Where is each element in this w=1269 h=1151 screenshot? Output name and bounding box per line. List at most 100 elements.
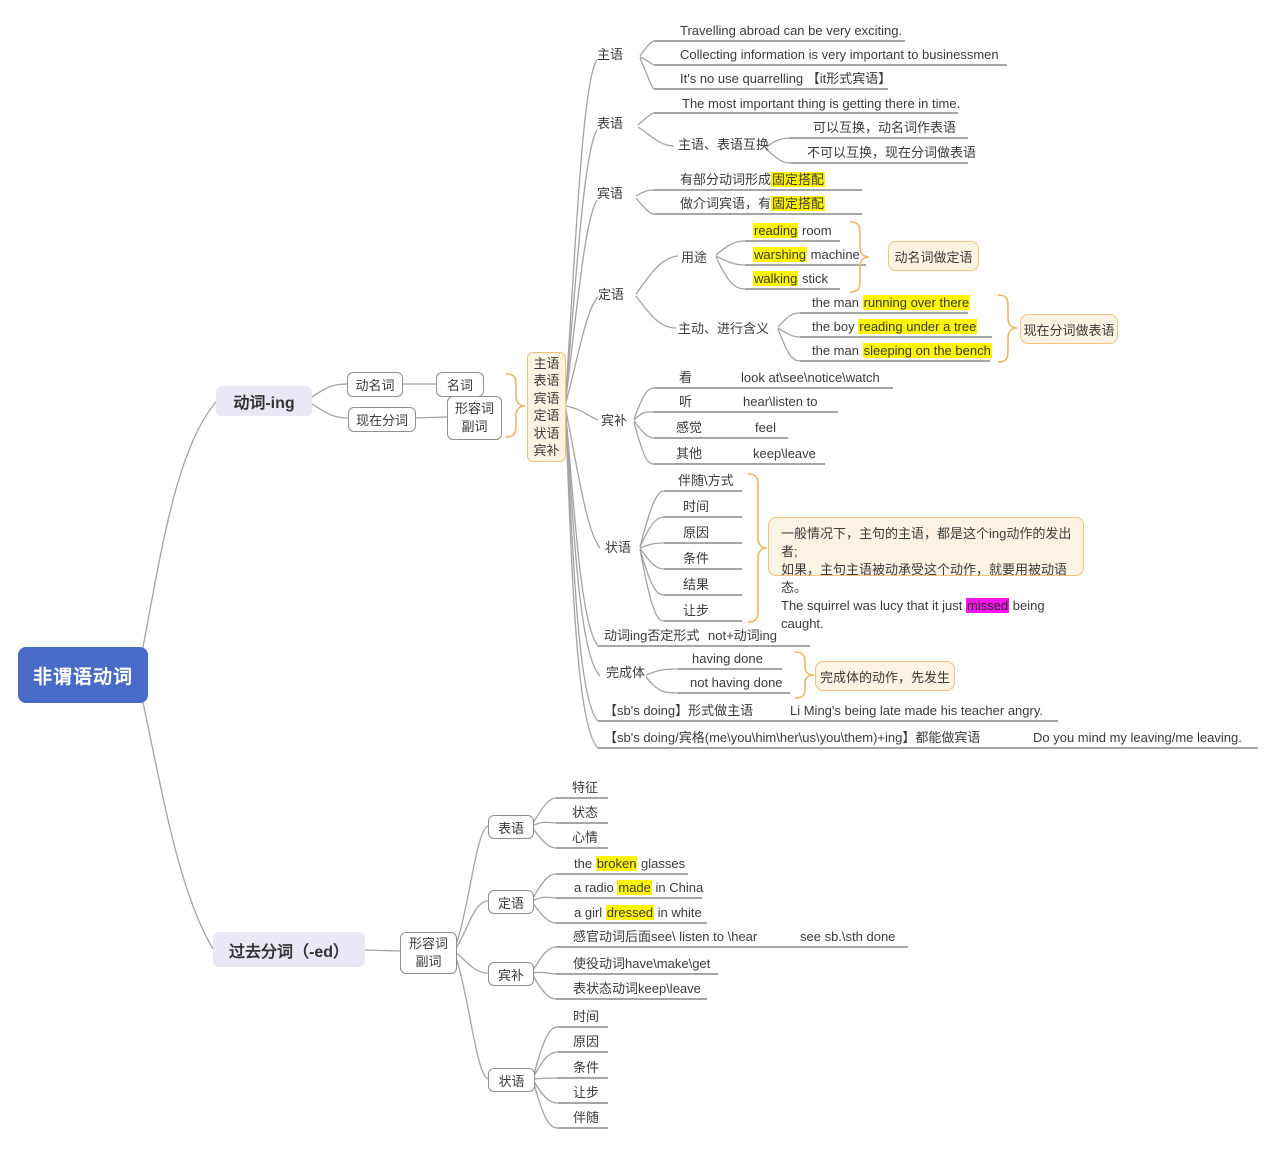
ing-subject-label[interactable]: 主语 <box>597 47 624 62</box>
predicative-item[interactable]: 心情 <box>572 830 599 845</box>
example-row[interactable]: the man sleeping on the bench <box>812 343 992 358</box>
branch-ing-node[interactable]: 动词-ing <box>216 386 312 416</box>
complement-value[interactable]: feel <box>755 420 776 435</box>
example-row[interactable]: 有部分动词形成固定搭配 <box>680 172 826 187</box>
sbs-subject-label[interactable]: 【sb's doing】形式做主语 <box>604 703 754 718</box>
highlight-text: made <box>617 880 652 895</box>
usage-label[interactable]: 用途 <box>681 250 708 265</box>
root-node[interactable]: 非谓语动词 <box>18 647 148 703</box>
example-row[interactable]: walking stick <box>753 271 828 286</box>
swap-label[interactable]: 主语、表语互换 <box>678 137 770 152</box>
example-row[interactable]: a girl dressed in white <box>574 905 702 920</box>
ing-negative-value[interactable]: not+动词ing <box>708 628 778 643</box>
adverbial-item[interactable]: 结果 <box>683 577 710 592</box>
example-row[interactable]: Travelling abroad can be very exciting. <box>680 23 903 38</box>
complement-key[interactable]: 感觉 <box>676 420 703 435</box>
present-participle-callout[interactable]: 现在分词做表语 <box>1020 314 1118 344</box>
ing-adverbial-label[interactable]: 状语 <box>605 540 632 555</box>
highlight-text: missed <box>965 598 1010 613</box>
ing-perfect-label[interactable]: 完成体 <box>606 665 646 680</box>
example-row[interactable]: Collecting information is very important… <box>680 47 999 62</box>
adv-label: 副词 <box>415 954 442 969</box>
role-item: 定语 <box>533 408 560 423</box>
complement-value[interactable]: see sb.\sth done <box>800 929 896 944</box>
highlight-text: running over there <box>862 295 971 310</box>
adverbial-item[interactable]: 让步 <box>573 1085 600 1100</box>
complement-value[interactable]: hear\listen to <box>743 394 818 409</box>
ing-adverbial-callout[interactable]: 一般情况下，主句的主语，都是这个ing动作的发出者; 如果，主句主语被动承受这个… <box>768 517 1084 631</box>
complement-key[interactable]: 感官动词后面see\ listen to \hear <box>573 929 758 944</box>
ing-negative-label[interactable]: 动词ing否定形式 <box>604 628 700 643</box>
ing-predicative-label[interactable]: 表语 <box>597 116 624 131</box>
adj-adv-node-ed[interactable]: 形容词 副词 <box>400 932 457 974</box>
highlight-text: warshing <box>753 247 808 262</box>
role-item: 宾补 <box>533 443 560 458</box>
complement-key[interactable]: 看 <box>679 370 693 385</box>
predicative-item[interactable]: 特征 <box>572 780 599 795</box>
adv-label: 副词 <box>461 419 488 434</box>
complement-key[interactable]: 使役动词have\make\get <box>573 956 711 971</box>
branch-ed-node[interactable]: 过去分词（-ed） <box>213 932 365 967</box>
example-row[interactable]: Li Ming's being late made his teacher an… <box>790 703 1043 718</box>
highlight-text: 固定搭配 <box>771 172 826 187</box>
ed-attributive-node[interactable]: 定语 <box>488 890 534 914</box>
noun-node[interactable]: 名词 <box>436 372 484 397</box>
example-row[interactable]: 不可以互换，现在分词做表语 <box>807 145 977 160</box>
adverbial-item[interactable]: 条件 <box>683 551 710 566</box>
adverbial-item[interactable]: 时间 <box>573 1009 600 1024</box>
ing-object-label[interactable]: 宾语 <box>597 186 624 201</box>
example-row[interactable]: warshing machine <box>753 247 860 262</box>
complement-value[interactable]: keep\leave <box>753 446 816 461</box>
complement-key[interactable]: 听 <box>679 394 693 409</box>
example-row[interactable]: the man running over there <box>812 295 971 310</box>
predicative-item[interactable]: 状态 <box>572 805 599 820</box>
example-row[interactable]: 可以互换，动名词作表语 <box>813 120 957 135</box>
adj-label: 形容词 <box>454 401 494 416</box>
example-row[interactable]: reading room <box>753 223 832 238</box>
complement-key[interactable]: 表状态动词keep\leave <box>573 981 701 996</box>
adj-adv-node-ing[interactable]: 形容词 副词 <box>447 396 502 440</box>
adverbial-item[interactable]: 伴随\方式 <box>678 473 734 488</box>
ing-complement-label[interactable]: 宾补 <box>601 413 628 428</box>
complement-key[interactable]: 其他 <box>676 446 703 461</box>
example-row[interactable]: the broken glasses <box>574 856 686 871</box>
adverbial-item[interactable]: 原因 <box>573 1034 600 1049</box>
gerund-attributive-callout[interactable]: 动名词做定语 <box>888 241 979 271</box>
ed-predicative-node[interactable]: 表语 <box>488 815 534 839</box>
adverbial-item[interactable]: 让步 <box>683 603 710 618</box>
adj-label: 形容词 <box>408 936 448 951</box>
role-item: 状语 <box>533 425 560 441</box>
example-row[interactable]: The most important thing is getting ther… <box>682 96 961 111</box>
highlight-text: sleeping on the bench <box>862 343 992 358</box>
highlight-text: walking <box>753 271 799 286</box>
role-item: 宾语 <box>533 390 560 406</box>
roles-list-node[interactable]: 主语 表语 宾语 定语 状语 宾补 <box>527 352 566 462</box>
highlight-text: 固定搭配 <box>771 196 826 211</box>
adverbial-item[interactable]: 条件 <box>573 1060 600 1075</box>
active-meaning-label[interactable]: 主动、进行含义 <box>678 321 770 336</box>
present-participle-node[interactable]: 现在分词 <box>348 407 416 432</box>
example-row[interactable]: a radio made in China <box>574 880 704 895</box>
example-row[interactable]: the boy reading under a tree <box>812 319 978 334</box>
gerund-node[interactable]: 动名词 <box>347 372 403 397</box>
complement-value[interactable]: look at\see\notice\watch <box>741 370 880 385</box>
role-item: 主语 <box>533 355 560 371</box>
brace-icon <box>505 221 1018 699</box>
perfect-callout[interactable]: 完成体的动作，先发生 <box>815 661 955 691</box>
ed-complement-node[interactable]: 宾补 <box>488 962 534 986</box>
adverbial-item[interactable]: 原因 <box>683 525 710 540</box>
role-item: 表语 <box>533 373 560 388</box>
example-row[interactable]: not having done <box>690 675 783 690</box>
highlight-text: reading <box>753 223 799 238</box>
adverbial-item[interactable]: 伴随 <box>573 1110 600 1125</box>
highlight-text: dressed <box>605 905 655 920</box>
ing-attributive-label[interactable]: 定语 <box>598 287 625 302</box>
ed-adverbial-node[interactable]: 状语 <box>488 1068 535 1092</box>
example-row[interactable]: It's no use quarrelling 【it形式宾语】 <box>680 71 892 86</box>
sbs-object-label[interactable]: 【sb's doing/宾格(me\you\him\her\us\you\the… <box>604 730 981 745</box>
example-row[interactable]: 做介词宾语，有固定搭配 <box>680 196 826 211</box>
example-row[interactable]: Do you mind my leaving/me leaving. <box>1033 730 1242 745</box>
adverbial-item[interactable]: 时间 <box>683 499 710 514</box>
example-row[interactable]: having done <box>692 651 763 666</box>
